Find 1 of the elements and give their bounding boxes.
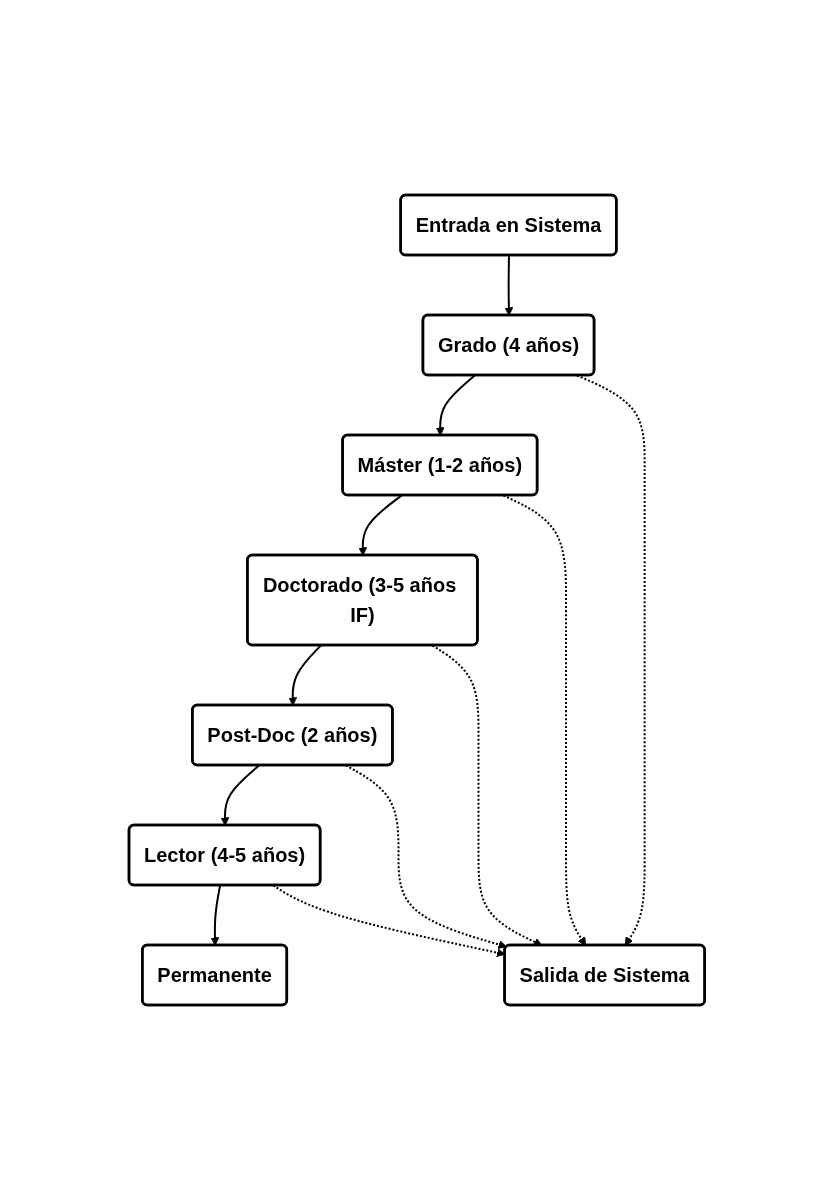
arrow xyxy=(344,764,507,949)
